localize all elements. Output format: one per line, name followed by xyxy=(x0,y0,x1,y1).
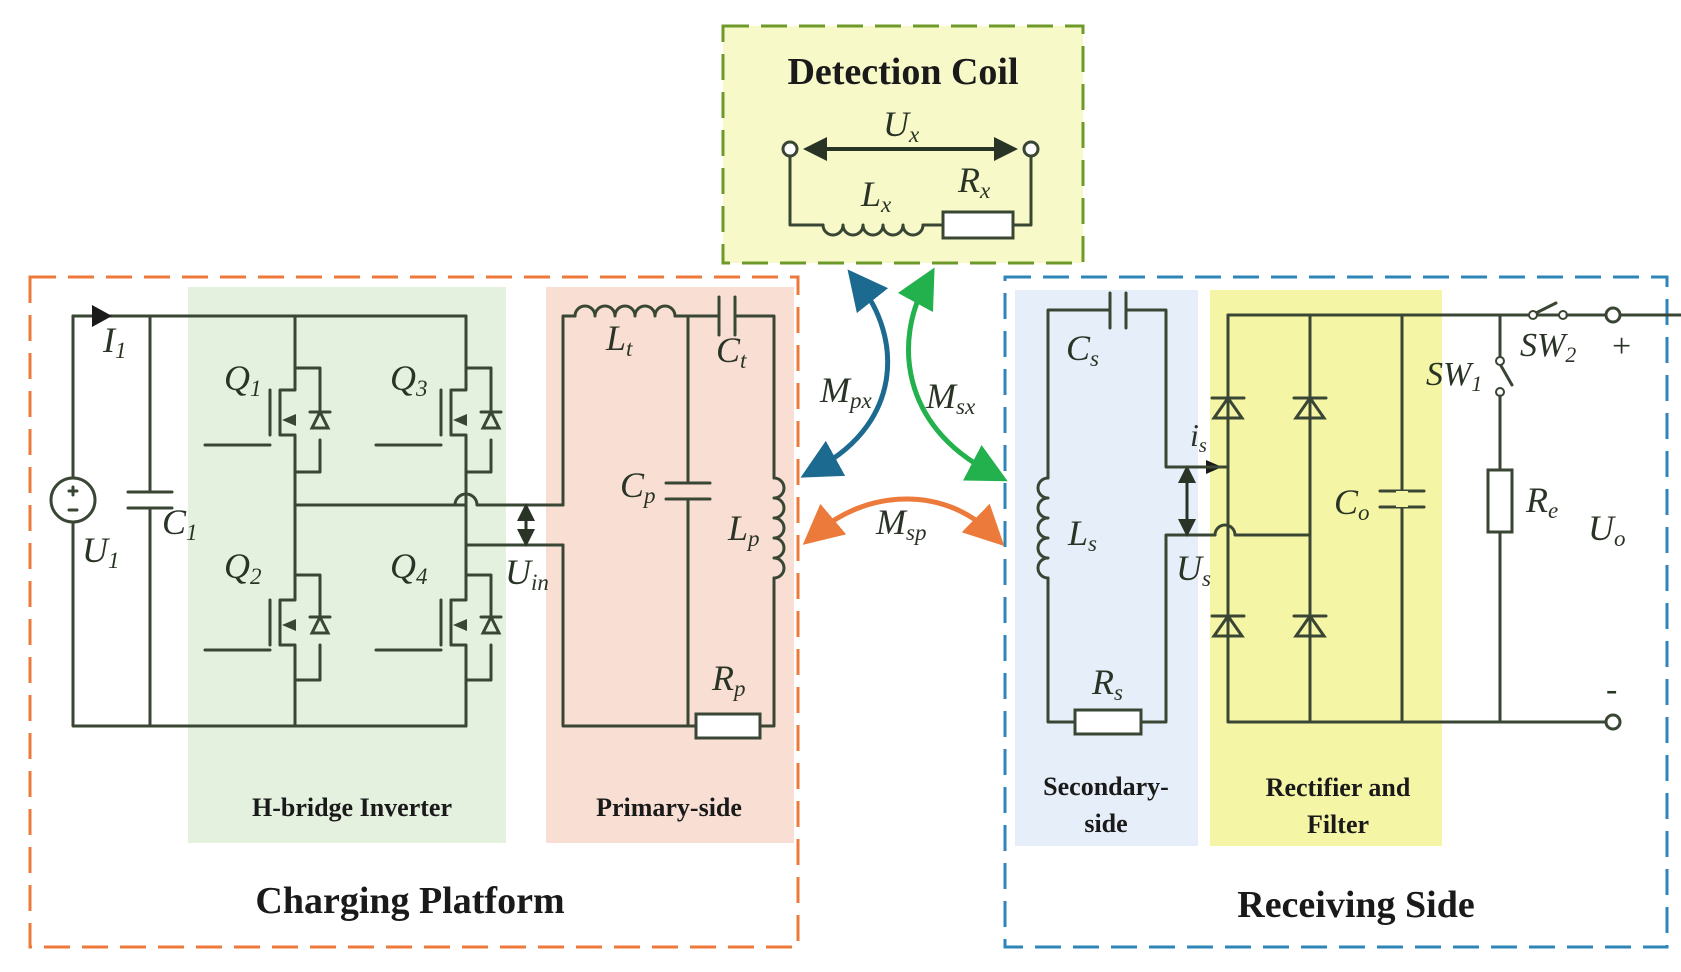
primary-side-title: Primary-side xyxy=(596,793,742,822)
charging-platform-title: Charging Platform xyxy=(255,880,564,922)
ls-inductor xyxy=(1036,476,1050,580)
sw2-label: SW2 xyxy=(1520,327,1576,367)
lt-inductor xyxy=(573,304,677,318)
secondary-side-circuit xyxy=(1036,291,1222,736)
q3-label: Q3 xyxy=(390,358,428,401)
mpx-coupling-arrow xyxy=(800,269,891,478)
q1-label: Q1 xyxy=(224,358,262,401)
us-label: Us xyxy=(1176,548,1211,591)
lt-label: Lt xyxy=(605,318,633,361)
ls-label: Ls xyxy=(1067,513,1097,556)
cp-capacitor xyxy=(664,481,712,501)
co-label: Co xyxy=(1334,482,1370,525)
sw1-switch xyxy=(1498,362,1514,387)
mpx-label: Mpx xyxy=(819,370,873,413)
rs-label: Rs xyxy=(1091,662,1123,705)
q3-mosfet xyxy=(374,343,503,474)
rectifier-filter-title-line1: Rectifier and xyxy=(1266,773,1411,802)
is-label: is xyxy=(1190,417,1207,457)
output-terminal-plus xyxy=(1604,306,1622,324)
detection-coil-circuit xyxy=(781,137,1040,240)
msx-label: Msx xyxy=(925,376,976,419)
cs-label: Cs xyxy=(1066,328,1099,371)
diode-d4 xyxy=(1292,613,1328,638)
rx-label: Rx xyxy=(957,160,991,203)
input-circuit xyxy=(49,305,468,728)
rs-resistor xyxy=(1073,708,1143,736)
lx-label: Lx xyxy=(860,174,892,217)
ct-capacitor xyxy=(717,295,737,337)
uo-label: Uo xyxy=(1588,508,1626,551)
rectifier-filter-region xyxy=(1210,290,1442,846)
rp-resistor xyxy=(694,712,762,740)
receiving-side-box xyxy=(1003,275,1669,949)
i1-arrow xyxy=(92,305,112,327)
q2-label: Q2 xyxy=(224,546,262,589)
q4-mosfet xyxy=(374,553,503,682)
ux-label: Ux xyxy=(883,104,920,147)
secondary-side-title-line2: side xyxy=(1084,809,1127,838)
lx-inductor xyxy=(821,223,925,237)
lp-inductor xyxy=(772,476,786,580)
q2-mosfet xyxy=(203,553,332,682)
diode-d2 xyxy=(1292,395,1328,420)
secondary-side-region xyxy=(1015,290,1198,846)
sw2-switch xyxy=(1534,301,1558,315)
q1-mosfet xyxy=(203,343,332,474)
cp-label: Cp xyxy=(620,465,656,508)
charging-platform-box xyxy=(28,275,800,949)
sw1-label: SW1 xyxy=(1426,356,1482,396)
diode-d3 xyxy=(1210,613,1246,638)
uin-label: Uin xyxy=(505,552,549,595)
hbridge-region xyxy=(188,287,506,843)
hbridge-title: H-bridge Inverter xyxy=(252,793,452,822)
msp-label: Msp xyxy=(875,502,926,545)
re-resistor xyxy=(1486,468,1514,534)
primary-side-circuit xyxy=(561,295,786,740)
rectifier-filter-circuit xyxy=(1178,301,1681,731)
receiving-side-title: Receiving Side xyxy=(1237,884,1474,926)
lp-label: Lp xyxy=(727,508,760,551)
minus-sign: - xyxy=(1606,671,1617,708)
plus-sign: + xyxy=(1612,328,1631,365)
diode-d1 xyxy=(1210,395,1246,420)
q4-label: Q4 xyxy=(390,546,428,589)
re-label: Re xyxy=(1525,480,1558,523)
secondary-side-title-line1: Secondary- xyxy=(1043,772,1169,801)
u1-label: U1 xyxy=(82,530,120,573)
rp-label: Rp xyxy=(711,658,746,701)
rectifier-filter-title-line2: Filter xyxy=(1307,810,1369,839)
msp-coupling-arrow xyxy=(802,496,1005,546)
ct-label: Ct xyxy=(716,330,747,373)
u1-source xyxy=(49,476,97,524)
msx-coupling-arrow xyxy=(897,267,1008,482)
c1-capacitor xyxy=(126,490,174,510)
rx-resistor xyxy=(941,210,1015,240)
hbridge-inverter xyxy=(203,314,565,728)
output-terminal-minus xyxy=(1604,713,1622,731)
primary-side-region xyxy=(546,287,794,843)
c1-label: C1 xyxy=(162,502,198,545)
i1-label: I1 xyxy=(102,320,127,363)
detection-coil-title: Detection Coil xyxy=(787,51,1018,93)
